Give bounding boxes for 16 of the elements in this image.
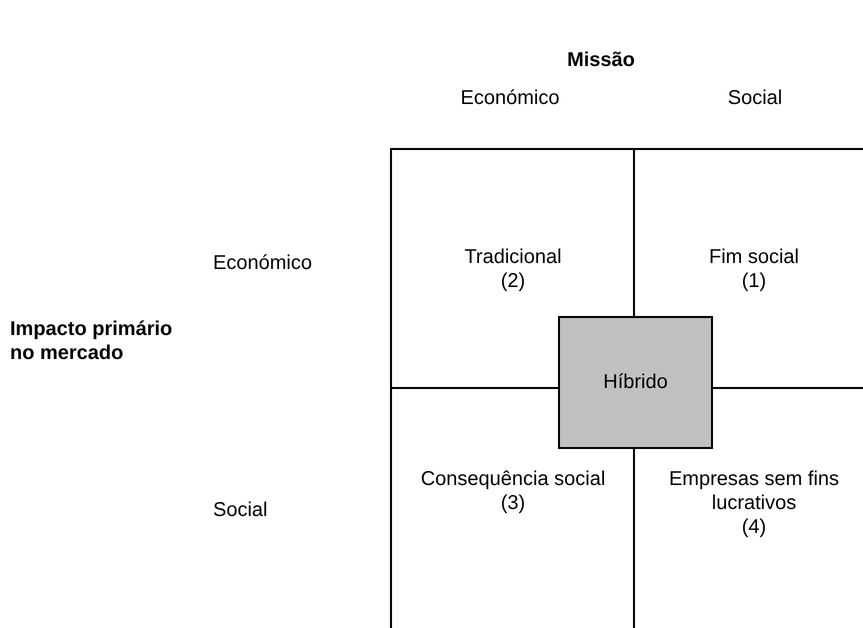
axis-category-label: Económico <box>213 251 313 275</box>
axis-category-label: Económico <box>460 86 560 110</box>
axis-title: Missão <box>566 48 636 72</box>
axis-category-label: Social <box>213 498 268 522</box>
quadrant-title: Tradicional <box>464 245 562 269</box>
quadrant-number: (3) <box>500 491 526 515</box>
quadrant-title: Consequência social <box>420 467 606 491</box>
quadrant-number: (1) <box>742 269 766 293</box>
quadrant-title: Empresas sem fins lucrativos <box>668 467 840 515</box>
quadrant-title: Fim social <box>708 245 799 269</box>
axis-title: Impacto primário no mercado <box>10 317 174 365</box>
axis-category-label: Social <box>726 86 784 110</box>
hybrid-box <box>558 316 713 449</box>
quadrant-number: (2) <box>500 269 526 293</box>
quadrant-number: (4) <box>742 515 766 539</box>
hybrid-label: Híbrido <box>603 371 668 394</box>
